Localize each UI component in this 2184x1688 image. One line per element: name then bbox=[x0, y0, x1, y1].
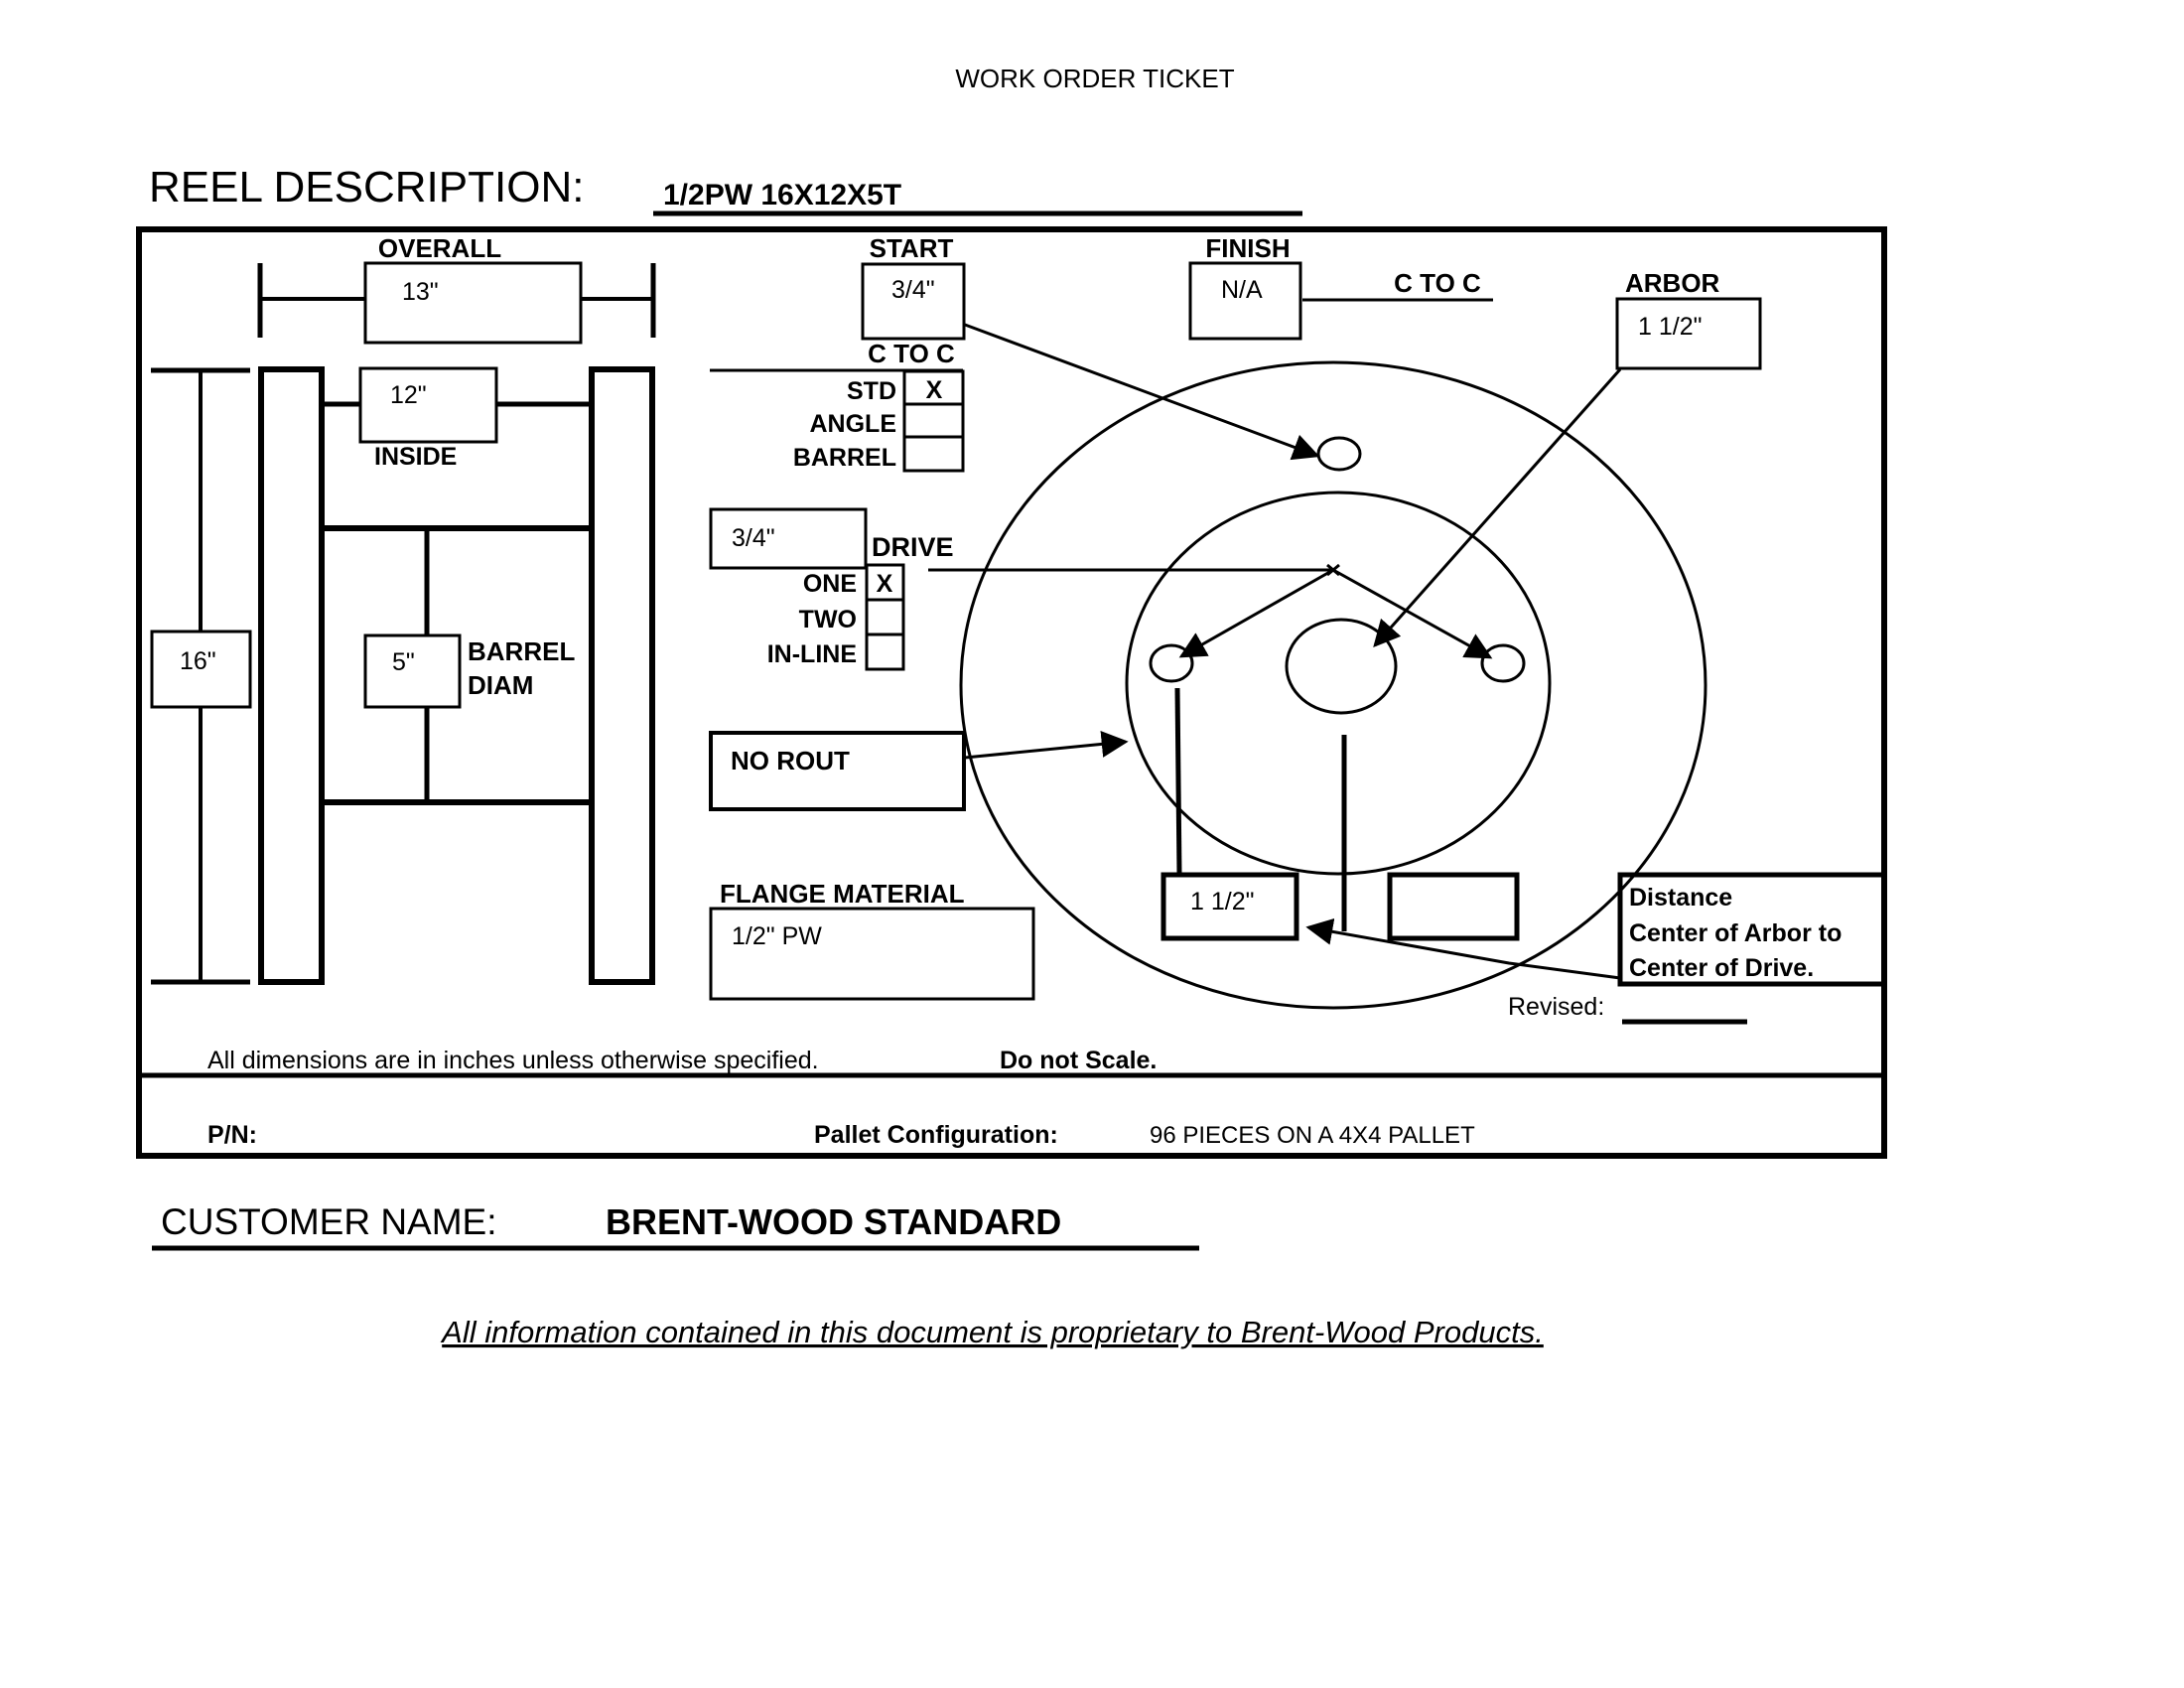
arbor-value-box bbox=[1615, 297, 1762, 370]
left-flange bbox=[258, 366, 325, 985]
barrel-label: BARREL bbox=[468, 636, 575, 666]
drive-two-label: TWO bbox=[799, 606, 857, 633]
distance-value: 1 1/2" bbox=[1190, 888, 1254, 915]
flange-drive-circle bbox=[1125, 491, 1552, 876]
hole-type-std-mark: X bbox=[926, 376, 943, 404]
distance-label-line3: Center of Drive. bbox=[1629, 954, 1814, 982]
drive-size-value: 3/4" bbox=[732, 524, 775, 552]
overall-value-box bbox=[363, 261, 583, 345]
reel-description-label: REEL DESCRIPTION: bbox=[149, 163, 584, 211]
drive-leader-left bbox=[1178, 568, 1334, 658]
height-value: 16" bbox=[180, 647, 216, 675]
flange-outer-circle bbox=[959, 360, 1707, 1010]
distance-label: Distance bbox=[1629, 884, 1732, 912]
height-value-box bbox=[150, 630, 252, 709]
inside-label: INSIDE bbox=[374, 443, 457, 471]
inside-value: 12" bbox=[390, 381, 427, 409]
hole-type-std-label: STD bbox=[847, 377, 896, 405]
customer-name-label: CUSTOMER NAME: bbox=[161, 1201, 497, 1242]
drive-two-checkbox[interactable] bbox=[865, 598, 905, 636]
drive-leader-right bbox=[1332, 568, 1493, 659]
dimensions-note: All dimensions are in inches unless othe… bbox=[207, 1047, 819, 1074]
distance-label-box bbox=[1617, 872, 1887, 987]
arbor-value: 1 1/2" bbox=[1638, 313, 1702, 341]
scale-note: Do not Scale. bbox=[1000, 1047, 1157, 1074]
finish-value: N/A bbox=[1221, 276, 1263, 304]
drive-size-box bbox=[709, 507, 868, 570]
finish-c-to-c-label: C TO C bbox=[1394, 268, 1481, 298]
proprietary-disclaimer: All information contained in this docume… bbox=[440, 1315, 1544, 1349]
finish-label: FINISH bbox=[1205, 233, 1290, 263]
distance-drive-line bbox=[1174, 687, 1182, 875]
overall-label: OVERALL bbox=[378, 233, 501, 263]
hole-type-angle-label: ANGLE bbox=[810, 410, 897, 438]
drawing-frame bbox=[136, 226, 1887, 1159]
drive-hole-right bbox=[1480, 643, 1526, 683]
arbor-hole bbox=[1285, 618, 1398, 715]
part-number-label: P/N: bbox=[207, 1121, 257, 1149]
rout-box bbox=[709, 731, 966, 811]
drive-one-label: ONE bbox=[803, 570, 857, 598]
flange-material-label: FLANGE MATERIAL bbox=[720, 879, 965, 909]
finish-value-box bbox=[1188, 261, 1302, 341]
customer-name-value: BRENT-WOOD STANDARD bbox=[606, 1201, 1061, 1242]
start-hole bbox=[1316, 436, 1362, 472]
rout-value: NO ROUT bbox=[731, 746, 850, 775]
drive-one-mark: X bbox=[877, 570, 893, 598]
start-value: 3/4" bbox=[891, 276, 935, 304]
start-label: START bbox=[870, 233, 954, 263]
barrel-value: 5" bbox=[392, 648, 415, 676]
start-value-box bbox=[861, 262, 966, 341]
arbor-leader bbox=[1373, 368, 1622, 648]
drive-label: DRIVE bbox=[872, 532, 954, 562]
drive-hole-left bbox=[1149, 643, 1194, 683]
start-leader bbox=[964, 323, 1320, 461]
reel-description-value: 1/2PW 16X12X5T bbox=[663, 179, 901, 211]
inside-value-box bbox=[358, 366, 498, 444]
overall-value: 13" bbox=[402, 278, 439, 306]
barrel-value-box bbox=[363, 633, 462, 709]
distance-leader bbox=[1305, 917, 1621, 980]
pallet-configuration-label: Pallet Configuration: bbox=[814, 1121, 1058, 1149]
hole-type-barrel-label: BARREL bbox=[793, 444, 896, 472]
page-title: WORK ORDER TICKET bbox=[955, 64, 1234, 93]
right-flange bbox=[589, 366, 655, 985]
flange-material-value: 1/2" PW bbox=[732, 922, 822, 950]
distance-label-line2: Center of Arbor to bbox=[1629, 919, 1842, 947]
hole-type-barrel-checkbox[interactable] bbox=[902, 435, 965, 473]
start-c-to-c-label: C TO C bbox=[868, 339, 955, 368]
hole-type-angle-checkbox[interactable] bbox=[902, 402, 965, 439]
distance-value-box bbox=[1160, 872, 1299, 941]
distance-second-box bbox=[1387, 872, 1520, 941]
arbor-label: ARBOR bbox=[1625, 268, 1720, 298]
flange-material-box bbox=[709, 907, 1035, 1001]
drive-inline-checkbox[interactable] bbox=[865, 633, 905, 671]
barrel-label-diam: DIAM bbox=[468, 670, 533, 700]
revised-label: Revised: bbox=[1508, 993, 1604, 1021]
rout-leader bbox=[964, 730, 1129, 760]
pallet-configuration-value: 96 PIECES ON A 4X4 PALLET bbox=[1150, 1122, 1475, 1149]
drive-inline-label: IN-LINE bbox=[767, 640, 857, 668]
